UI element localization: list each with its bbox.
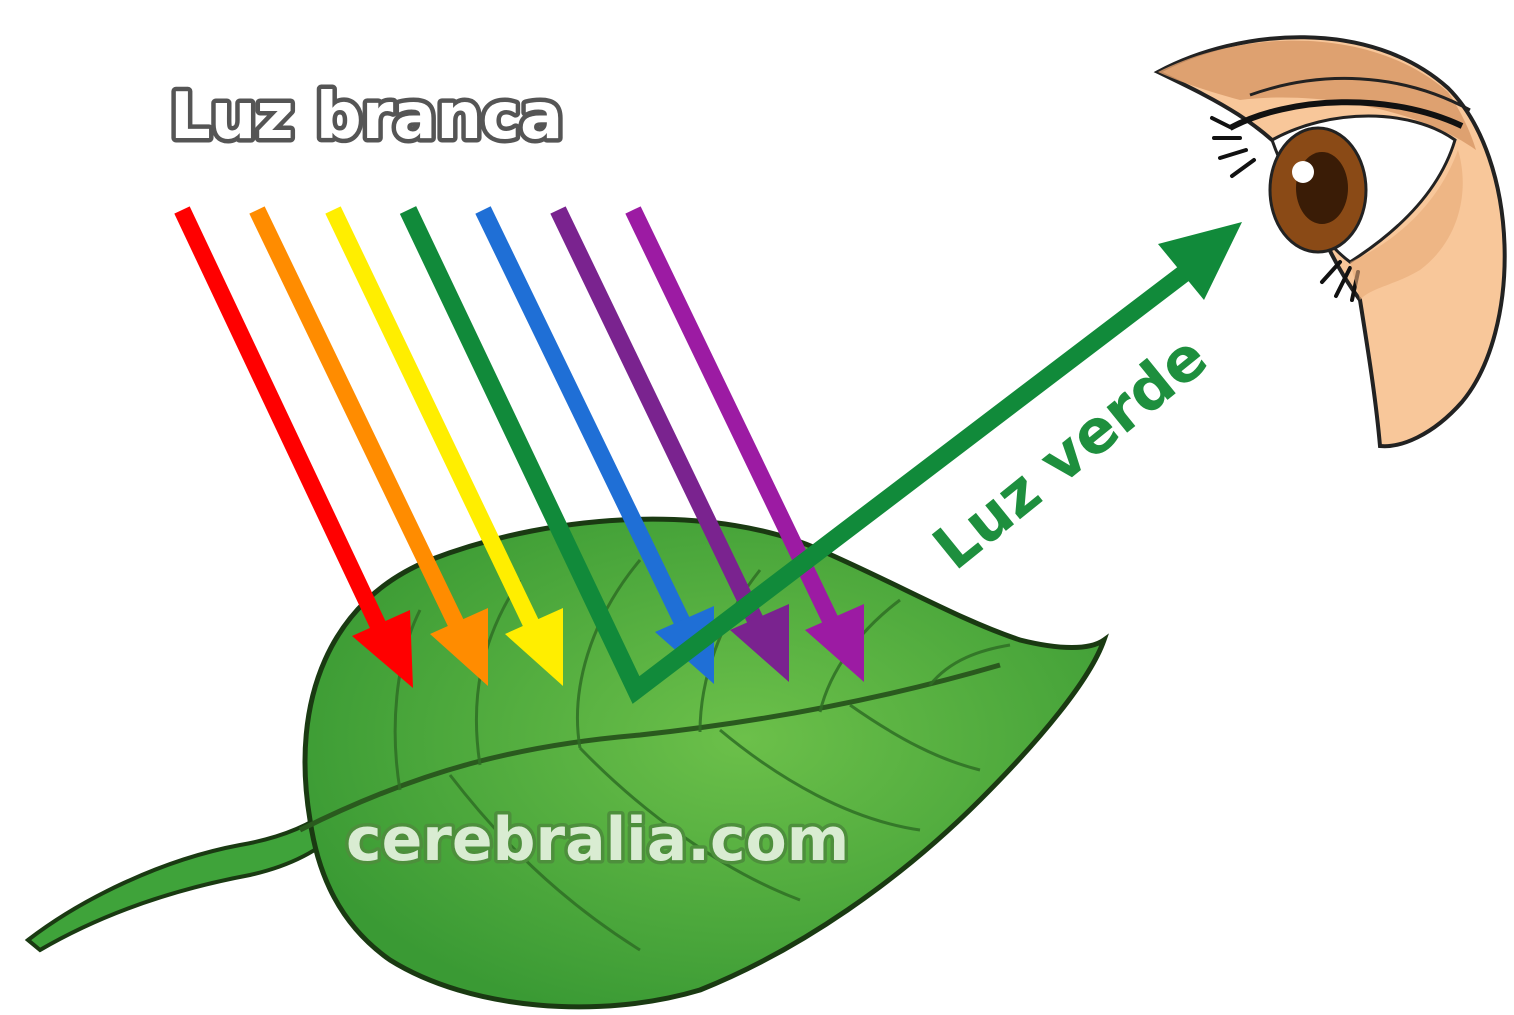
incoming-light-label: Luz branca xyxy=(170,80,563,154)
leaf-icon xyxy=(28,519,1104,1007)
watermark: cerebralia.com xyxy=(346,805,849,875)
